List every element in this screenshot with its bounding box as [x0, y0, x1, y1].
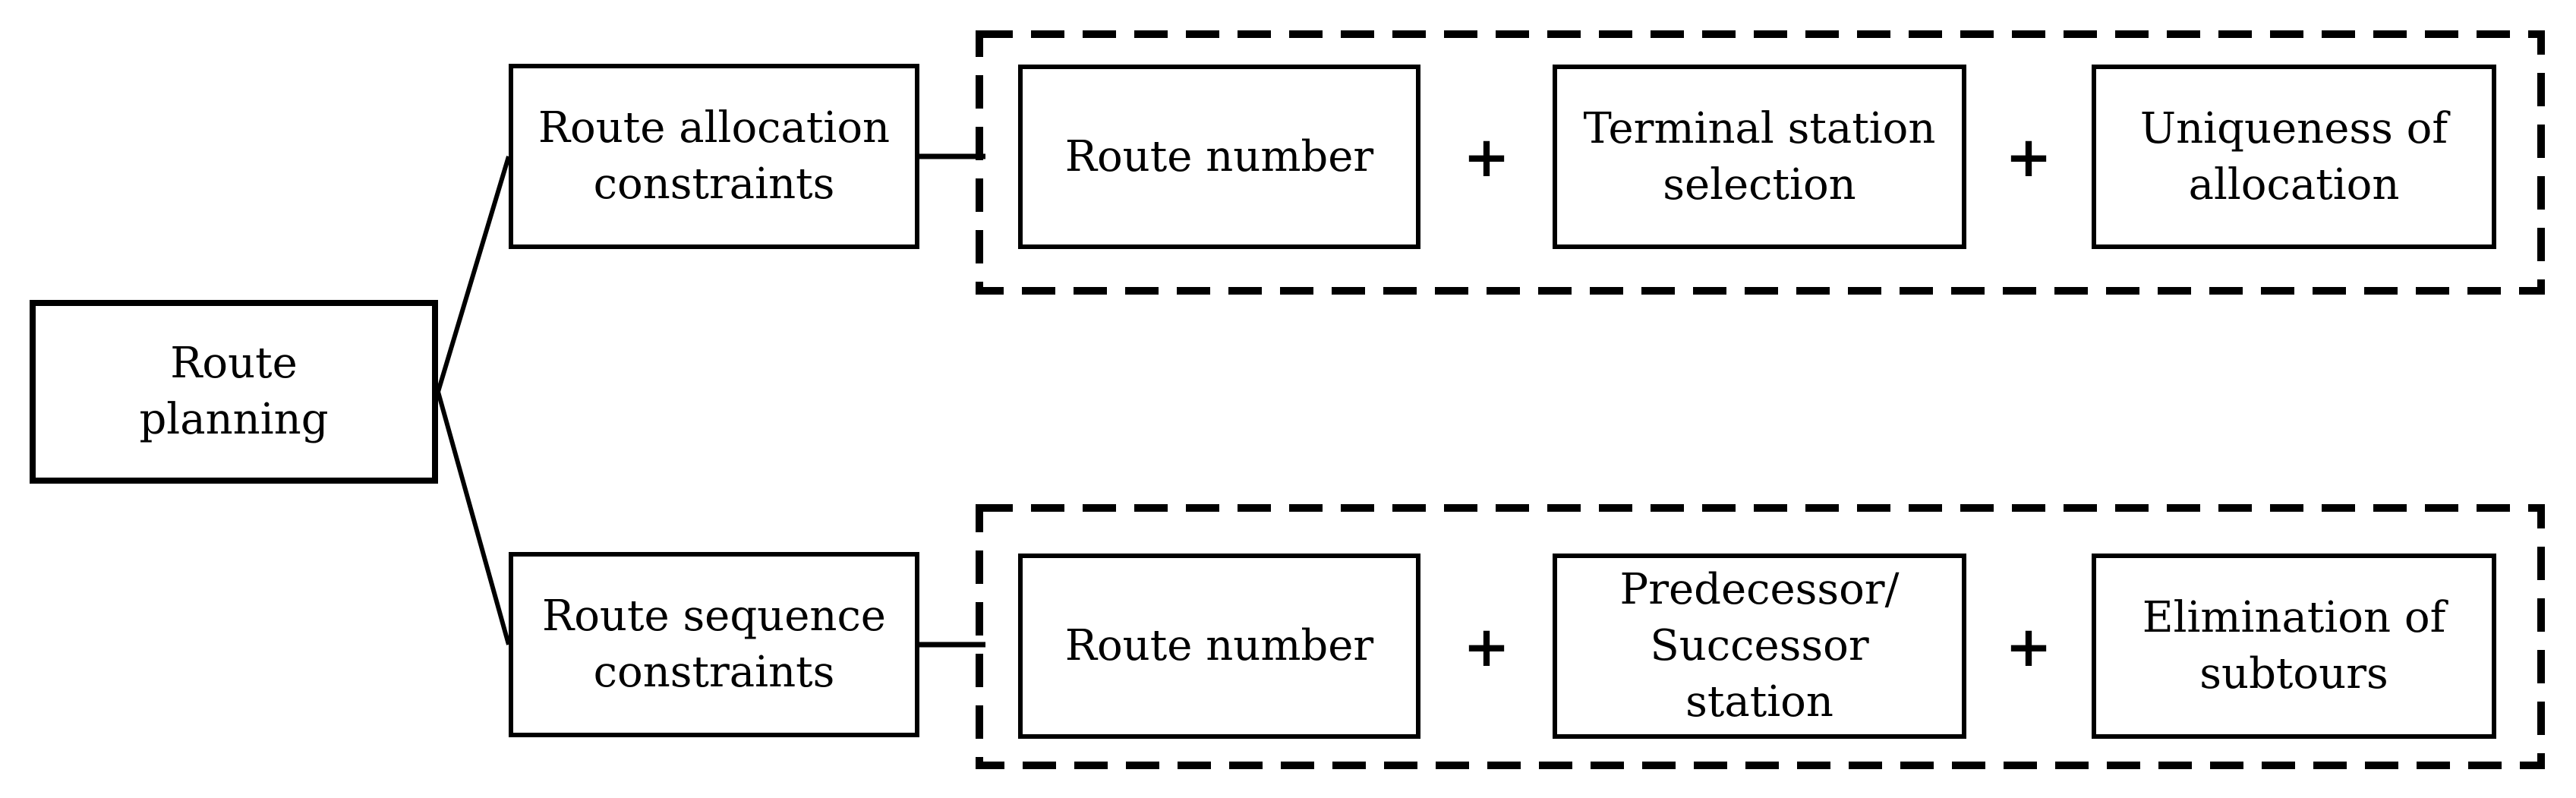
predecessor-successor-station-label: Predecessor/ Successor station	[1619, 565, 1900, 727]
route-sequence-constraints-label: Route sequence constraints	[542, 591, 886, 697]
route-number-allocation-label: Route number	[1064, 131, 1374, 181]
route-allocation-constraints-box: Route allocation constraints	[509, 64, 919, 249]
plus-operator-allocation-2: +	[2004, 125, 2053, 190]
terminal-station-selection-box: Terminal station selection	[1553, 65, 1966, 249]
route-planning-box: Route planning	[30, 300, 438, 484]
uniqueness-of-allocation-label: Uniqueness of allocation	[2139, 103, 2448, 210]
route-planning-label: Route planning	[139, 339, 329, 444]
route-sequence-constraints-box: Route sequence constraints	[509, 552, 919, 737]
sequence-group-dashed-box	[976, 504, 2545, 769]
predecessor-successor-station-box: Predecessor/ Successor station	[1553, 554, 1966, 739]
elimination-of-subtours-label: Elimination of subtours	[2142, 593, 2446, 699]
route-allocation-constraints-label: Route allocation constraints	[538, 103, 891, 209]
plus-operator-allocation-1: +	[1462, 125, 1511, 190]
uniqueness-of-allocation-box: Uniqueness of allocation	[2092, 65, 2496, 249]
connector-line-top	[436, 156, 511, 393]
connector-line-bottom	[436, 391, 511, 645]
route-number-sequence-label: Route number	[1064, 621, 1374, 671]
plus-operator-sequence-2: +	[2004, 614, 2053, 680]
route-number-allocation-box: Route number	[1018, 65, 1420, 249]
route-number-sequence-box: Route number	[1018, 554, 1420, 739]
plus-operator-sequence-1: +	[1462, 614, 1511, 680]
terminal-station-selection-label: Terminal station selection	[1583, 103, 1936, 210]
elimination-of-subtours-box: Elimination of subtours	[2092, 554, 2496, 739]
allocation-group-dashed-box	[976, 30, 2545, 295]
